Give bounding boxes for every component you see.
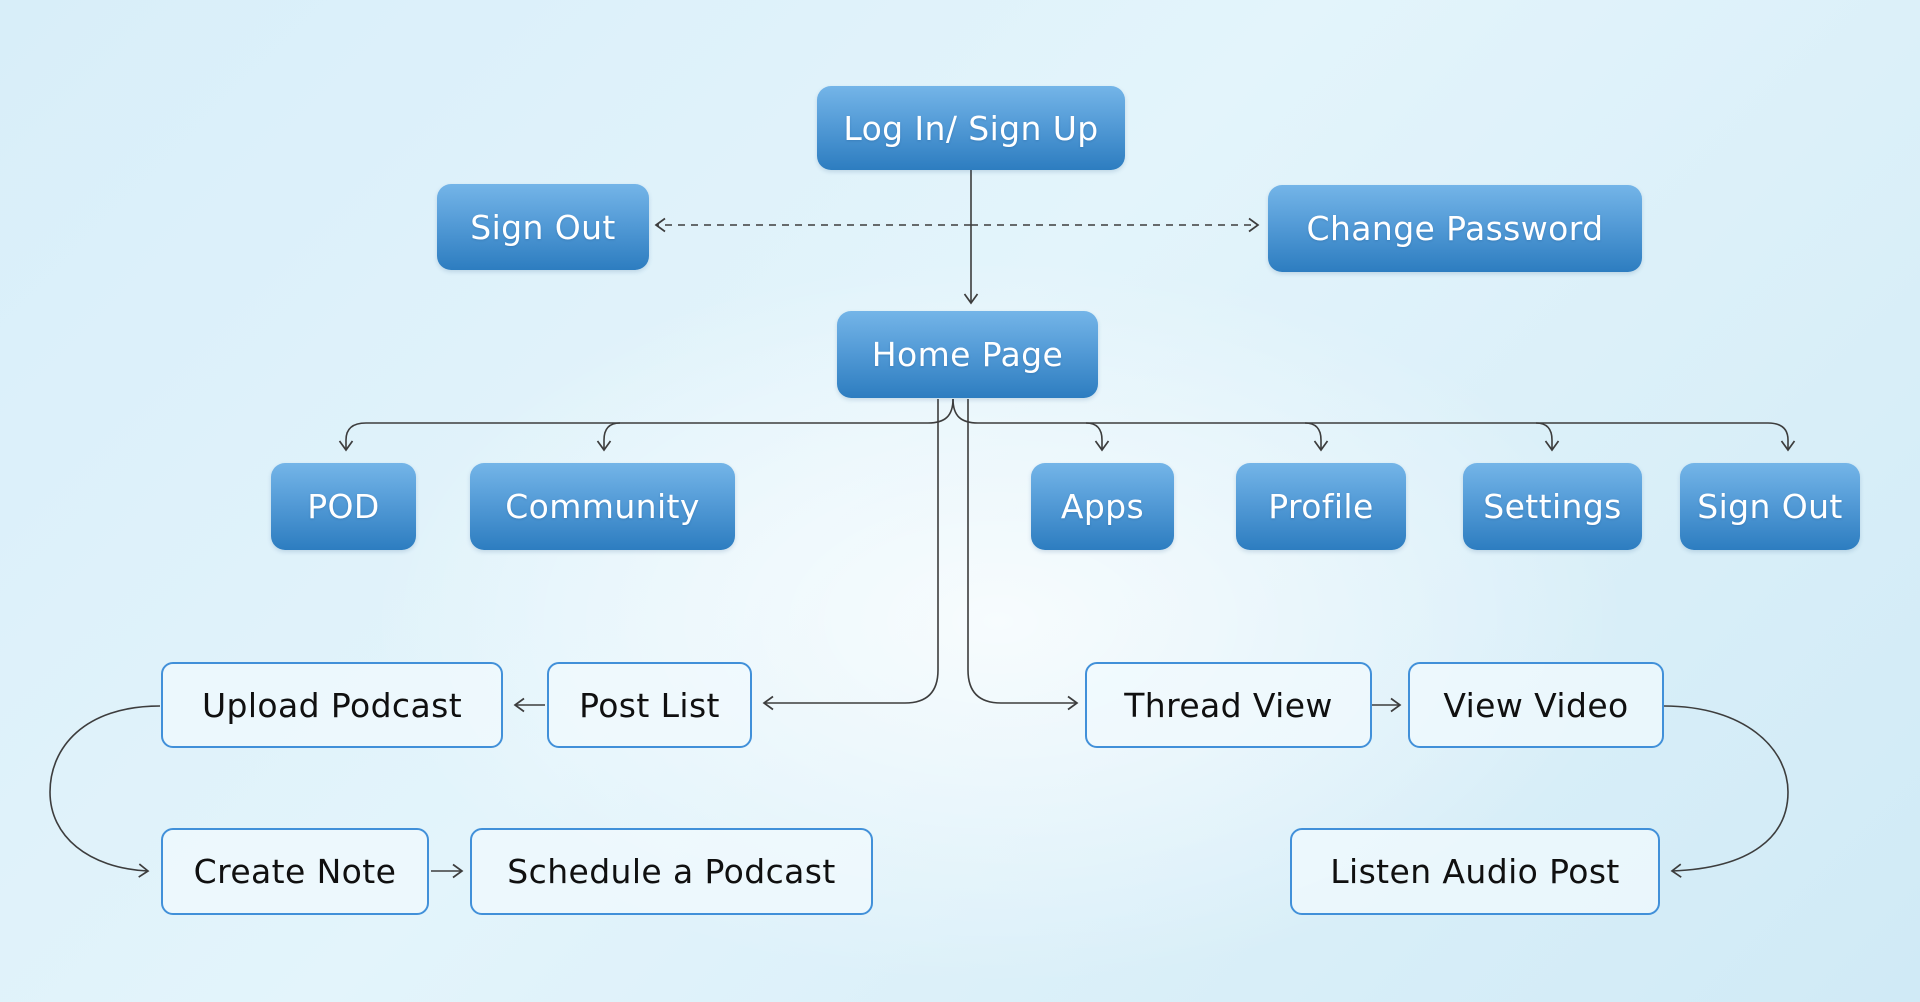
node-apps: Apps (1031, 463, 1174, 550)
edge-home-postlist (762, 399, 939, 711)
edge-branch-community (596, 422, 621, 452)
node-login: Log In/ Sign Up (817, 86, 1125, 170)
node-upload-podcast: Upload Podcast (161, 662, 503, 748)
node-community: Community (470, 463, 735, 550)
edge-home-branch-left (338, 398, 954, 452)
node-sign-out-top: Sign Out (437, 184, 649, 270)
node-create-note: Create Note (161, 828, 429, 915)
edge-uploadpodcast-createnote (49, 705, 161, 878)
node-schedule-podcast: Schedule a Podcast (470, 828, 873, 915)
edge-branch-apps (1085, 422, 1110, 452)
edge-home-branch-right (952, 398, 1796, 452)
node-post-list: Post List (547, 662, 752, 748)
node-listen-audio-post: Listen Audio Post (1290, 828, 1660, 915)
node-change-password: Change Password (1268, 185, 1642, 272)
node-thread-view: Thread View (1085, 662, 1372, 748)
node-settings: Settings (1463, 463, 1642, 550)
edge-branch-profile (1304, 422, 1329, 452)
edge-viewvideo-listenaudio (1663, 705, 1789, 878)
node-home-page: Home Page (837, 311, 1098, 398)
node-sign-out-nav: Sign Out (1680, 463, 1860, 550)
node-view-video: View Video (1408, 662, 1664, 748)
edge-branch-settings (1535, 422, 1560, 452)
node-pod: POD (271, 463, 416, 550)
edge-home-threadview (967, 399, 1079, 711)
node-profile: Profile (1236, 463, 1406, 550)
